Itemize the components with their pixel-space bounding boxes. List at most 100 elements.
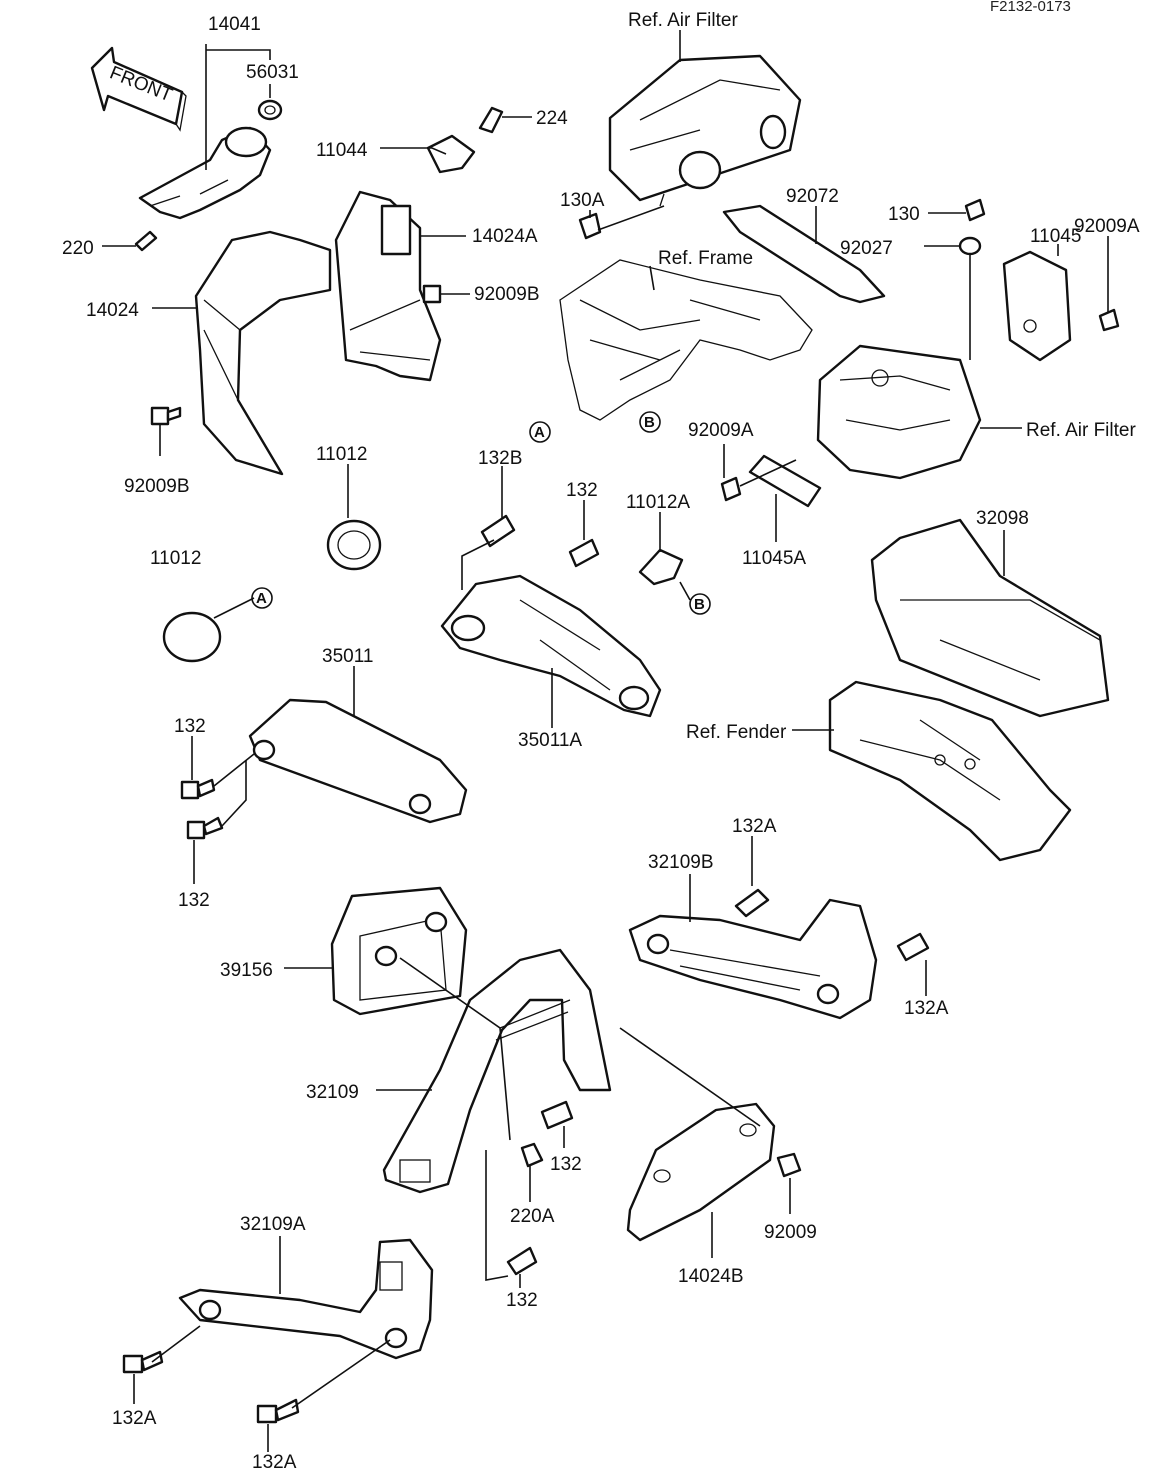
ref-circle-b-mid: B [689, 593, 711, 615]
label-130: 130 [888, 204, 920, 225]
part-32109-backrest-frame [382, 948, 612, 1194]
part-132A-bolt-bl-1 [122, 1350, 164, 1374]
label-132-left-top: 132 [174, 716, 206, 737]
label-11045: 11045 [1030, 226, 1081, 247]
part-11045A-bracket [748, 454, 822, 508]
label-132B: 132B [478, 448, 522, 469]
label-92009B-top: 92009B [474, 284, 540, 305]
part-130-bolt [964, 198, 986, 222]
label-11045A: 11045A [742, 548, 806, 569]
label-ref-fender: Ref. Fender [686, 722, 787, 743]
label-92009A-mid: 92009A [688, 420, 754, 441]
part-35011-plate [248, 698, 468, 824]
part-11045-bracket [1002, 250, 1072, 362]
part-132-bolt-left-bot [186, 816, 224, 840]
part-132-bolt-center [540, 1100, 574, 1130]
part-92009B-bolt-left [150, 406, 182, 426]
part-14024A-cover [334, 190, 442, 382]
label-56031: 56031 [246, 62, 299, 83]
ref-frame [559, 259, 813, 421]
label-ref-air-filter-top: Ref. Air Filter [628, 10, 738, 31]
part-92009-bolt [776, 1152, 802, 1178]
part-92009A-bolt-mid [720, 476, 742, 502]
label-14024B: 14024B [678, 1266, 744, 1287]
label-92027: 92027 [840, 238, 893, 259]
part-92009A-bolt-right [1098, 308, 1120, 332]
ref-letter-b-2: B [694, 596, 705, 613]
label-132A-bl-2: 132A [252, 1452, 297, 1472]
part-220-bolt [134, 230, 158, 252]
part-56031-washer [257, 99, 283, 121]
part-132A-bolt-bl-2 [256, 1398, 300, 1424]
ref-letter-b: B [644, 414, 655, 431]
part-11012-grommet [326, 519, 382, 571]
label-14041: 14041 [208, 14, 261, 35]
label-35011A: 35011A [518, 730, 582, 751]
part-14041-cover [138, 126, 272, 220]
ref-air-filter-top [608, 54, 802, 207]
part-132-bolt-left-top [180, 778, 216, 800]
label-14024: 14024 [86, 300, 139, 321]
leader-lines [102, 30, 1109, 1452]
part-35011A-bracket [440, 574, 662, 718]
label-14024A: 14024A [472, 226, 538, 247]
label-11044: 11044 [316, 140, 368, 161]
label-92009B-left: 92009B [124, 476, 190, 497]
part-132B-bolt [480, 514, 516, 548]
label-92009A-right: 92009A [1074, 216, 1140, 237]
part-32109B-bracket [628, 898, 878, 1020]
part-11012A-clamp [638, 548, 684, 586]
label-132-center: 132 [550, 1154, 582, 1175]
ref-fender [828, 680, 1072, 862]
label-32109B: 32109B [648, 852, 714, 873]
label-132A-right-top: 132A [732, 816, 777, 837]
ref-air-filter-right [816, 344, 982, 480]
label-32098: 32098 [976, 508, 1029, 529]
part-32098-tray [870, 518, 1110, 718]
label-220: 220 [62, 238, 94, 259]
ref-letter-a-2: A [256, 590, 267, 607]
part-132-bolt-bottom [506, 1246, 538, 1276]
figure-code: F2132-0173 [990, 0, 1071, 15]
label-132-mid: 132 [566, 480, 598, 501]
label-35011: 35011 [322, 646, 373, 667]
label-ref-air-filter-right: Ref. Air Filter [1026, 420, 1136, 441]
label-ref-frame: Ref. Frame [658, 248, 753, 269]
part-14024-cover [194, 230, 332, 476]
label-39156: 39156 [220, 960, 273, 981]
part-labels: 14041 56031 224 11044 220 14024 14024A 9… [62, 10, 1140, 1472]
ref-circle-b-top: B [639, 411, 661, 433]
ref-circle-a-top: A [529, 421, 551, 443]
part-92072-strap [722, 204, 886, 304]
label-132A-right-bot: 132A [904, 998, 949, 1019]
part-14024B-cover [626, 1102, 776, 1242]
part-132A-bolt-right-top [734, 888, 770, 918]
part-11012-cap [162, 611, 222, 663]
part-224-bolt [478, 106, 504, 134]
ref-letter-a: A [534, 424, 545, 441]
part-39156-pad [330, 886, 468, 1016]
label-92072: 92072 [786, 186, 839, 207]
part-220A-bolt [520, 1142, 544, 1168]
label-32109: 32109 [306, 1082, 359, 1103]
label-132A-bl-1: 132A [112, 1408, 157, 1429]
part-32109A-bracket [178, 1238, 434, 1360]
part-92009B-bolt-top [422, 284, 442, 304]
label-11012-b: 11012 [150, 548, 201, 569]
part-92027-washer [958, 236, 982, 256]
label-32109A: 32109A [240, 1214, 306, 1235]
part-132A-bolt-right-bot [896, 932, 930, 962]
label-220A: 220A [510, 1206, 555, 1227]
label-92009: 92009 [764, 1222, 817, 1243]
part-132-bolt-mid [568, 538, 600, 568]
front-arrow-icon: FRONT [90, 46, 187, 132]
ref-circle-a-mid: A [251, 587, 273, 609]
label-132-left-bot: 132 [178, 890, 210, 911]
label-224: 224 [536, 108, 568, 129]
label-132-bottom: 132 [506, 1290, 538, 1311]
label-11012A: 11012A [626, 492, 690, 513]
part-11044-bracket [426, 134, 476, 174]
label-11012-a: 11012 [316, 444, 367, 465]
